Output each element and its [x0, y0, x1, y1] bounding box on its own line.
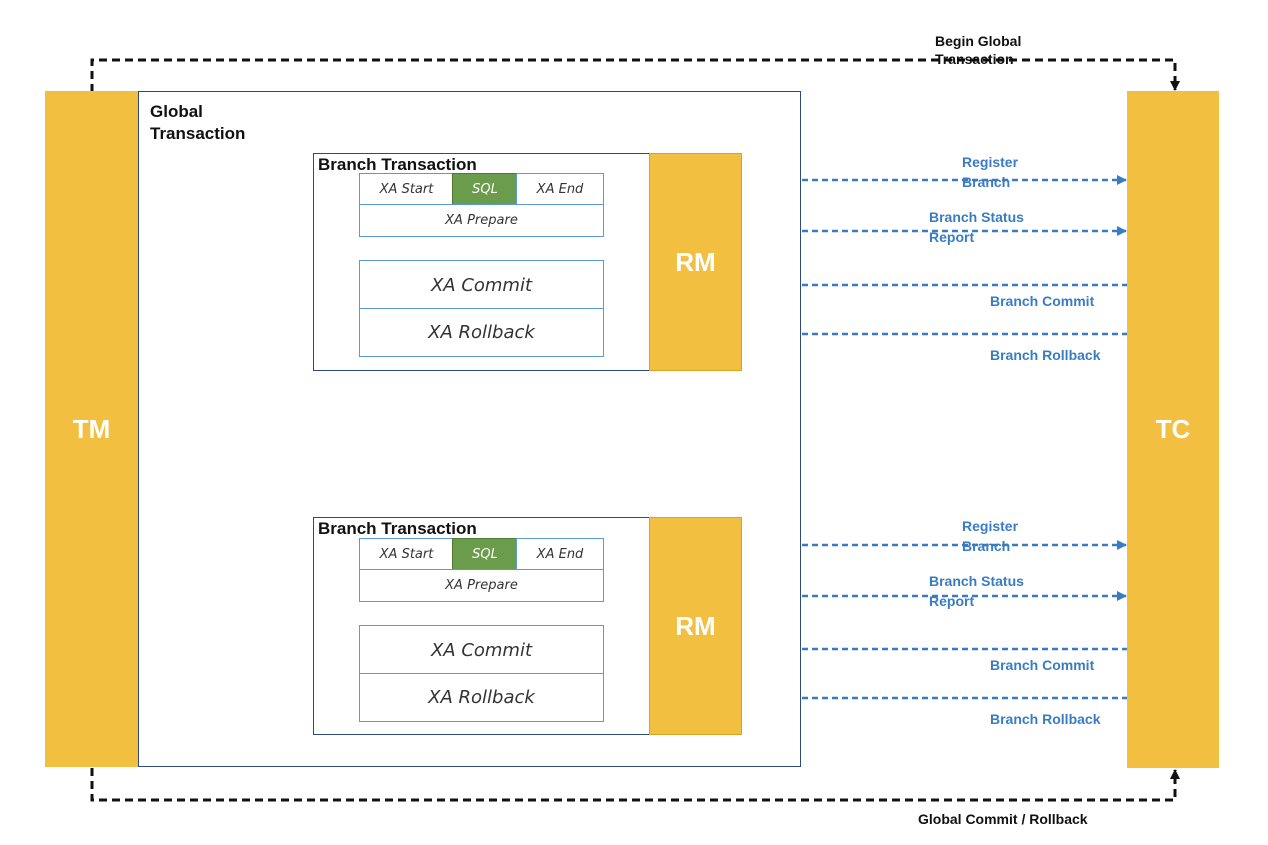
xa-start-cell: XA Start — [359, 173, 454, 206]
rm-box: RM — [649, 517, 742, 735]
branch-commit-label: Branch Commit — [990, 293, 1095, 309]
branch-rollback-label: Branch Rollback — [990, 347, 1101, 363]
xa-end-cell: XA End — [516, 173, 604, 206]
tc-label: TC — [1155, 414, 1191, 444]
branch-transaction-title: Branch Transaction — [318, 519, 477, 538]
branch-status-report-label: Branch Status Report — [929, 209, 1024, 245]
begin-global-transaction-label: Begin Global Transaction — [935, 33, 1022, 67]
global-commit-line — [90, 768, 1180, 802]
rm-box: RM — [649, 153, 742, 371]
branch-commit-label: Branch Commit — [990, 657, 1095, 673]
register-branch-label: Register Branch — [962, 518, 1019, 554]
xa-commit-cell: XA Commit — [359, 260, 604, 310]
tm-label: TM — [72, 413, 111, 444]
xa-commit-cell: XA Commit — [359, 625, 604, 675]
tc-bar: TC — [1127, 91, 1219, 768]
register-branch-label: Register Branch — [962, 154, 1019, 190]
rm-label: RM — [675, 610, 716, 641]
xa-rollback-cell: XA Rollback — [359, 673, 604, 722]
begin-transaction-line — [90, 58, 1180, 92]
xa-rollback-cell: XA Rollback — [359, 308, 604, 357]
xa-start-cell: XA Start — [359, 538, 454, 571]
xa-prepare-cell: XA Prepare — [359, 569, 604, 602]
xa-prepare-cell: XA Prepare — [359, 204, 604, 237]
sql-cell: SQL — [452, 538, 518, 571]
branch-rollback-label: Branch Rollback — [990, 711, 1101, 727]
branch-status-report-label: Branch Status Report — [929, 573, 1024, 609]
branch-transaction-title: Branch Transaction — [318, 155, 477, 174]
sql-cell: SQL — [452, 173, 518, 206]
global-commit-rollback-label: Global Commit / Rollback — [918, 811, 1088, 827]
rm-label: RM — [675, 246, 716, 277]
global-transaction-title: Global Transaction — [150, 102, 246, 143]
xa-end-cell: XA End — [516, 538, 604, 571]
tm-bar: TM — [45, 91, 138, 767]
